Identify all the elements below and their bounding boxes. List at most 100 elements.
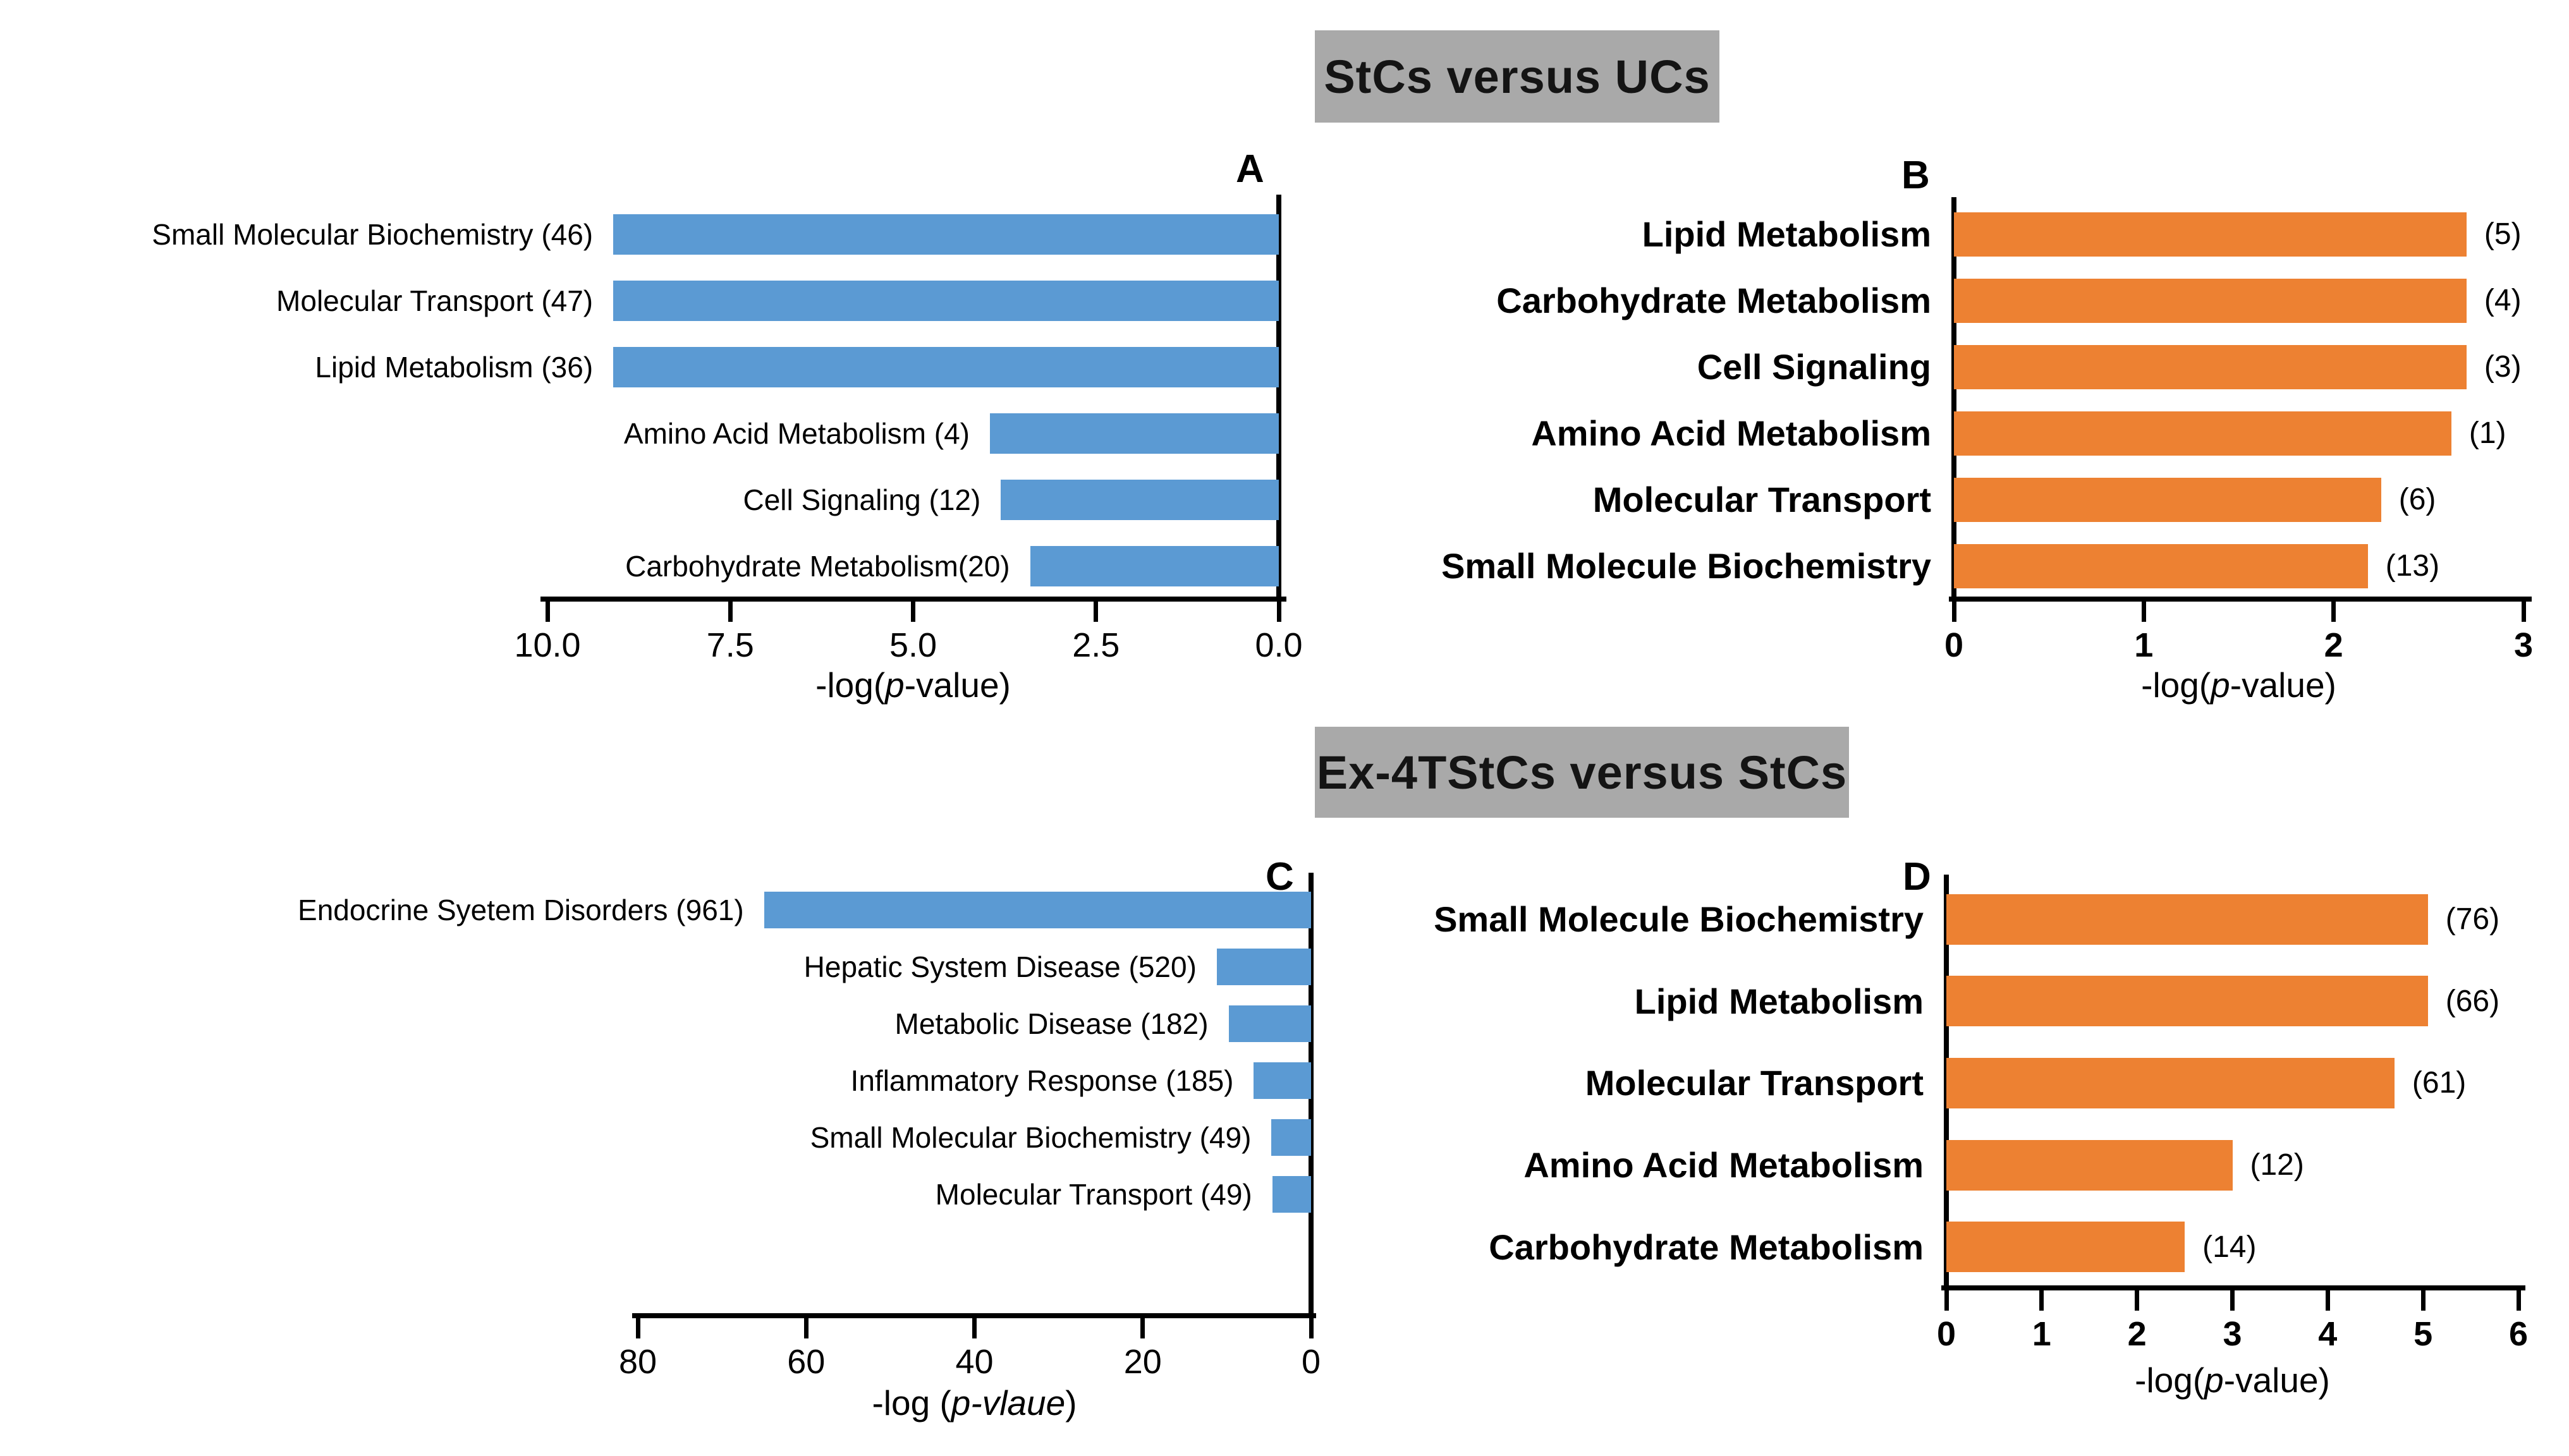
panel-d-tick	[1944, 1285, 1949, 1311]
panel-a-tick-label: 5.0	[889, 626, 937, 664]
panel-d-axis-label: -log(p-value)	[2135, 1361, 2330, 1400]
panel-c-bar	[1216, 949, 1311, 985]
panel-b-tick-label: 0	[1944, 626, 1964, 664]
panel-b-bar	[1954, 543, 2368, 588]
panel-d-tick	[2039, 1285, 2044, 1311]
panel-c-bar	[1271, 1119, 1311, 1156]
panel-b-tick	[2521, 597, 2526, 622]
panel-b-value-axis-line	[1951, 197, 1956, 602]
panel-c-bar-label: Inflammatory Response (185)	[850, 1064, 1234, 1097]
panel-b-bar-count: (1)	[2468, 416, 2506, 450]
panel-b-bar	[1954, 212, 2467, 257]
panel-a-bar	[613, 280, 1279, 321]
panel-c-bar-label: Small Molecular Biochemistry (49)	[810, 1121, 1252, 1154]
panel-a-bar-label: Cell Signaling (12)	[743, 483, 981, 516]
panel-c-tick-label: 40	[955, 1343, 994, 1381]
banner-stcs-vs-ucs: StCs versus UCs	[1315, 30, 1719, 123]
panel-c-tick-label: 0	[1301, 1343, 1321, 1381]
panel-d-bar-count: (12)	[2250, 1148, 2304, 1182]
banner-ex4tstcs-vs-stcs: Ex-4TStCs versus StCs	[1315, 727, 1849, 818]
panel-d-bar-count: (14)	[2202, 1230, 2257, 1264]
panel-a-axis-label: -log(p-value)	[815, 665, 1011, 705]
panel-b-bar-label: Small Molecule Biochemistry	[1441, 546, 1931, 586]
panel-b-tick	[1951, 597, 1956, 622]
panel-d-bar	[1946, 1222, 2185, 1273]
panel-d-tick-label: 0	[1936, 1315, 1956, 1353]
panel-c-bar-label: Metabolic Disease (182)	[894, 1007, 1209, 1040]
panel-d-bar-label: Small Molecule Biochemistry	[1434, 899, 1924, 940]
panel-a-tick-label: 0.0	[1255, 626, 1303, 664]
panel-c-tick-label: 80	[618, 1343, 657, 1381]
panel-a-tick	[911, 597, 915, 622]
panel-b-tick-label: 2	[2324, 626, 2343, 664]
panel-d-bar	[1946, 894, 2428, 945]
panel-d-bar-label: Amino Acid Metabolism	[1523, 1145, 1924, 1186]
panel-b-bar-count: (3)	[2484, 350, 2522, 384]
panel-b-bar	[1954, 411, 2451, 456]
panel-d-bar-count: (61)	[2412, 1066, 2467, 1100]
panel-a-plot-area: Small Molecular Biochemistry (46) Molecul…	[152, 201, 1279, 599]
panel-d-bar-label: Lipid Metabolism	[1634, 981, 1924, 1021]
panel-a-value-axis-line	[1276, 195, 1281, 602]
banner-ex4tstcs-vs-stcs-text: Ex-4TStCs versus StCs	[1316, 746, 1848, 799]
panel-a-letter: A	[1236, 147, 1264, 191]
panel-b-bar-count: (5)	[2484, 217, 2522, 251]
banner-stcs-vs-ucs-text: StCs versus UCs	[1324, 50, 1711, 103]
panel-c-tick-label: 60	[787, 1343, 826, 1381]
panel-c-value-axis-line	[1309, 873, 1314, 1318]
panel-b-baseline	[1949, 597, 2532, 602]
panel-a-tick	[728, 597, 733, 622]
panel-a-bar-label: Lipid Metabolism (36)	[315, 350, 594, 384]
panel-b-bar-label: Carbohydrate Metabolism	[1496, 281, 1931, 320]
panel-b-bar	[1954, 477, 2381, 522]
panel-d-tick-label: 1	[2032, 1315, 2051, 1353]
panel-d-bar	[1946, 976, 2428, 1027]
panel-c-tick	[803, 1313, 809, 1338]
panel-d-bar	[1946, 1139, 2233, 1191]
panel-b-tick	[2331, 597, 2336, 622]
panel-d-tick-label: 6	[2508, 1315, 2529, 1353]
panel-b-tick-label: 3	[2513, 626, 2534, 664]
panel-c-tick	[635, 1313, 640, 1338]
panel-b-bar-count: (6)	[2398, 483, 2436, 516]
panel-d-tick	[2135, 1285, 2140, 1311]
panel-d-tick	[2420, 1285, 2426, 1311]
panel-c-plot-area: Endocrine Syetem Disorders (961)Hepatic …	[298, 882, 1311, 1223]
panel-d-letter: D	[1903, 855, 1931, 899]
panel-a-bar-label: Molecular Transport (47)	[276, 284, 594, 317]
panel-b-axis-label: -log(p-value)	[2141, 665, 2336, 705]
panel-a-tick	[1276, 597, 1281, 622]
panel-d-tick-label: 5	[2413, 1315, 2433, 1353]
panel-d-tick-label: 3	[2223, 1315, 2242, 1353]
panel-c-axis-label: -log (p-vlaue)	[872, 1383, 1077, 1423]
panel-c-bar	[1272, 1176, 1311, 1213]
panel-d-bar-label: Carbohydrate Metabolism	[1489, 1227, 1924, 1267]
panel-b-bar	[1954, 344, 2467, 389]
panel-a-bar-label: Small Molecular Biochemistry (46)	[152, 217, 594, 251]
panel-d-tick	[2325, 1285, 2330, 1311]
panel-c-letter: C	[1266, 855, 1294, 899]
panel-a-tick	[1094, 597, 1099, 622]
panel-c-bar	[1228, 1005, 1311, 1042]
panel-b-bar-count: (4)	[2484, 284, 2522, 317]
panel-b-bar-label: Molecular Transport	[1592, 480, 1931, 519]
panel-a-bar-label: Carbohydrate Metabolism(20)	[625, 549, 1010, 583]
panel-a-bar	[1030, 545, 1279, 586]
panel-c-bar-label: Hepatic System Disease (520)	[803, 950, 1197, 983]
panel-a-tick	[545, 597, 550, 622]
panel-b-plot-area: Lipid Metabolism (5) Carbohydrate Metaboli…	[1441, 201, 2523, 599]
panel-c-tick	[1309, 1313, 1314, 1338]
panel-d-tick-label: 4	[2318, 1315, 2338, 1353]
panel-a-bar	[990, 413, 1279, 454]
panel-a-bar-label: Amino Acid Metabolism (4)	[623, 416, 970, 450]
panel-d-tick	[2230, 1285, 2235, 1311]
panel-b-bar-label: Lipid Metabolism	[1642, 214, 1931, 254]
panel-a-tick-label: 2.5	[1072, 626, 1120, 664]
panel-b-bar-label: Cell Signaling	[1697, 347, 1931, 387]
panel-d-bar-count: (66)	[2445, 984, 2500, 1018]
panel-b-letter: B	[1901, 154, 1930, 197]
panel-c-bar-label: Molecular Transport (49)	[935, 1178, 1252, 1211]
panel-b-bar-label: Amino Acid Metabolism	[1531, 413, 1931, 453]
panel-a-bar	[1001, 479, 1279, 520]
panel-b-bar-count: (13)	[2385, 549, 2440, 583]
